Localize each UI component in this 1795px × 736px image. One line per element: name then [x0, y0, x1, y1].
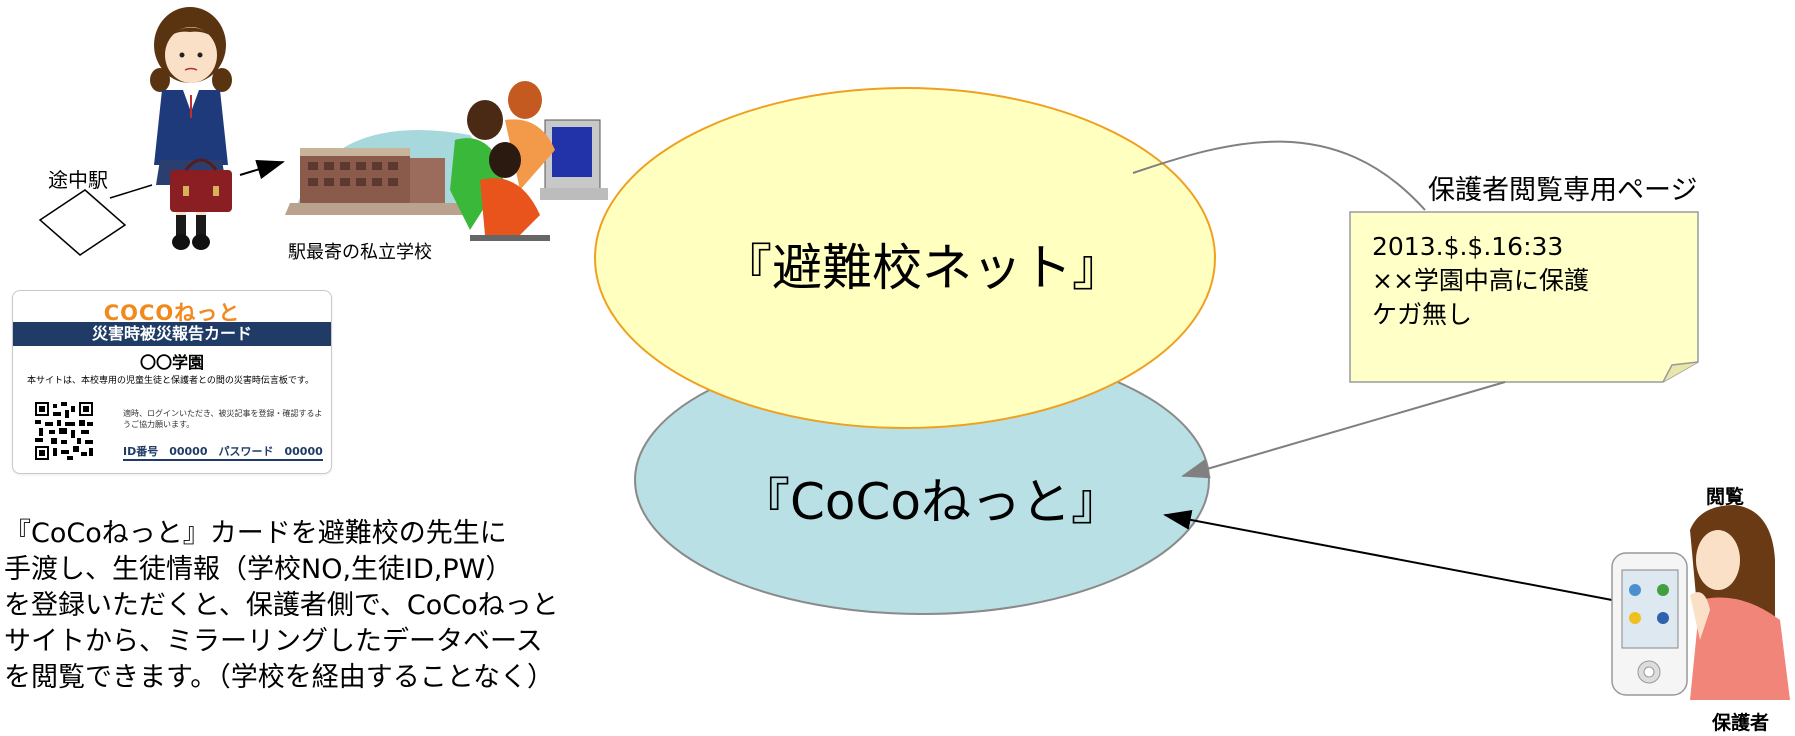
student-to-school-arrow [239, 159, 285, 180]
explanation-paragraph: 『CoCoねっと』カードを避難校の先生に 手渡し、生徒情報（学校NO,生徒ID,… [4, 516, 684, 696]
station-pointer-line [109, 184, 153, 199]
explanation-line-5: を閲覧できます。（学校を経由することなく） [4, 662, 554, 693]
explanation-line-4: サイトから、ミラーリングしたデータベース [4, 626, 543, 657]
guardian-page-connector [1132, 140, 1426, 211]
hinanko-ellipse [594, 87, 1216, 429]
guardian-label: 保護者 [1712, 712, 1770, 734]
card-logo: COCOねっと [103, 301, 241, 325]
card-note: 適時、ログインいただき、被災記事を登録・確認するようご協力願います。 [123, 409, 323, 429]
sticky-note-fold [1662, 361, 1699, 383]
coco-label: 『CoCoねっと』 [740, 473, 1122, 531]
card-description: 本サイトは、本校専用の児童生徒と保護者との間の災害時伝言板です。 [27, 376, 315, 386]
card-title: 災害時被災報告カード [13, 322, 331, 346]
sticky-to-coco-arrow [1181, 381, 1506, 479]
qr-code-icon [35, 402, 93, 460]
explanation-line-1: 『CoCoねっと』カードを避難校の先生に [4, 518, 507, 549]
card-credentials: ID番号 00000 パスワード 00000 [123, 443, 323, 461]
explanation-line-2: 手渡し、生徒情報（学校NO,生徒ID,PW） [4, 554, 513, 585]
coco-card: COCOねっと 災害時被災報告カード 〇〇学園 本サイトは、本校専用の児童生徒と… [12, 290, 332, 474]
view-label: 閲覧 [1706, 486, 1745, 508]
hinanko-label: 『避難校ネット』 [722, 239, 1122, 297]
student-illustration [150, 7, 232, 250]
sticky-line-1: 2013.$.$.16:33 [1372, 232, 1564, 261]
explanation-line-3: を登録いただくと、保護者側で、CoCoねっと [4, 590, 559, 621]
guardian-page-label: 保護者閲覧専用ページ [1428, 175, 1698, 206]
station-card-icon [38, 189, 127, 256]
sticky-note: 2013.$.$.16:33 ××学園中高に保護 ケガ無し [1350, 212, 1610, 382]
students-computer-illustration [450, 81, 608, 241]
sticky-line-2: ××学園中高に保護 [1372, 266, 1589, 295]
phone-to-coco-arrow [1163, 510, 1613, 601]
guardian-illustration [1611, 505, 1790, 700]
station-label: 途中駅 [48, 168, 108, 192]
sticky-line-3: ケガ無し [1372, 300, 1473, 329]
school-label: 駅最寄の私立学校 [288, 242, 432, 263]
card-school: 〇〇学園 [139, 353, 204, 372]
